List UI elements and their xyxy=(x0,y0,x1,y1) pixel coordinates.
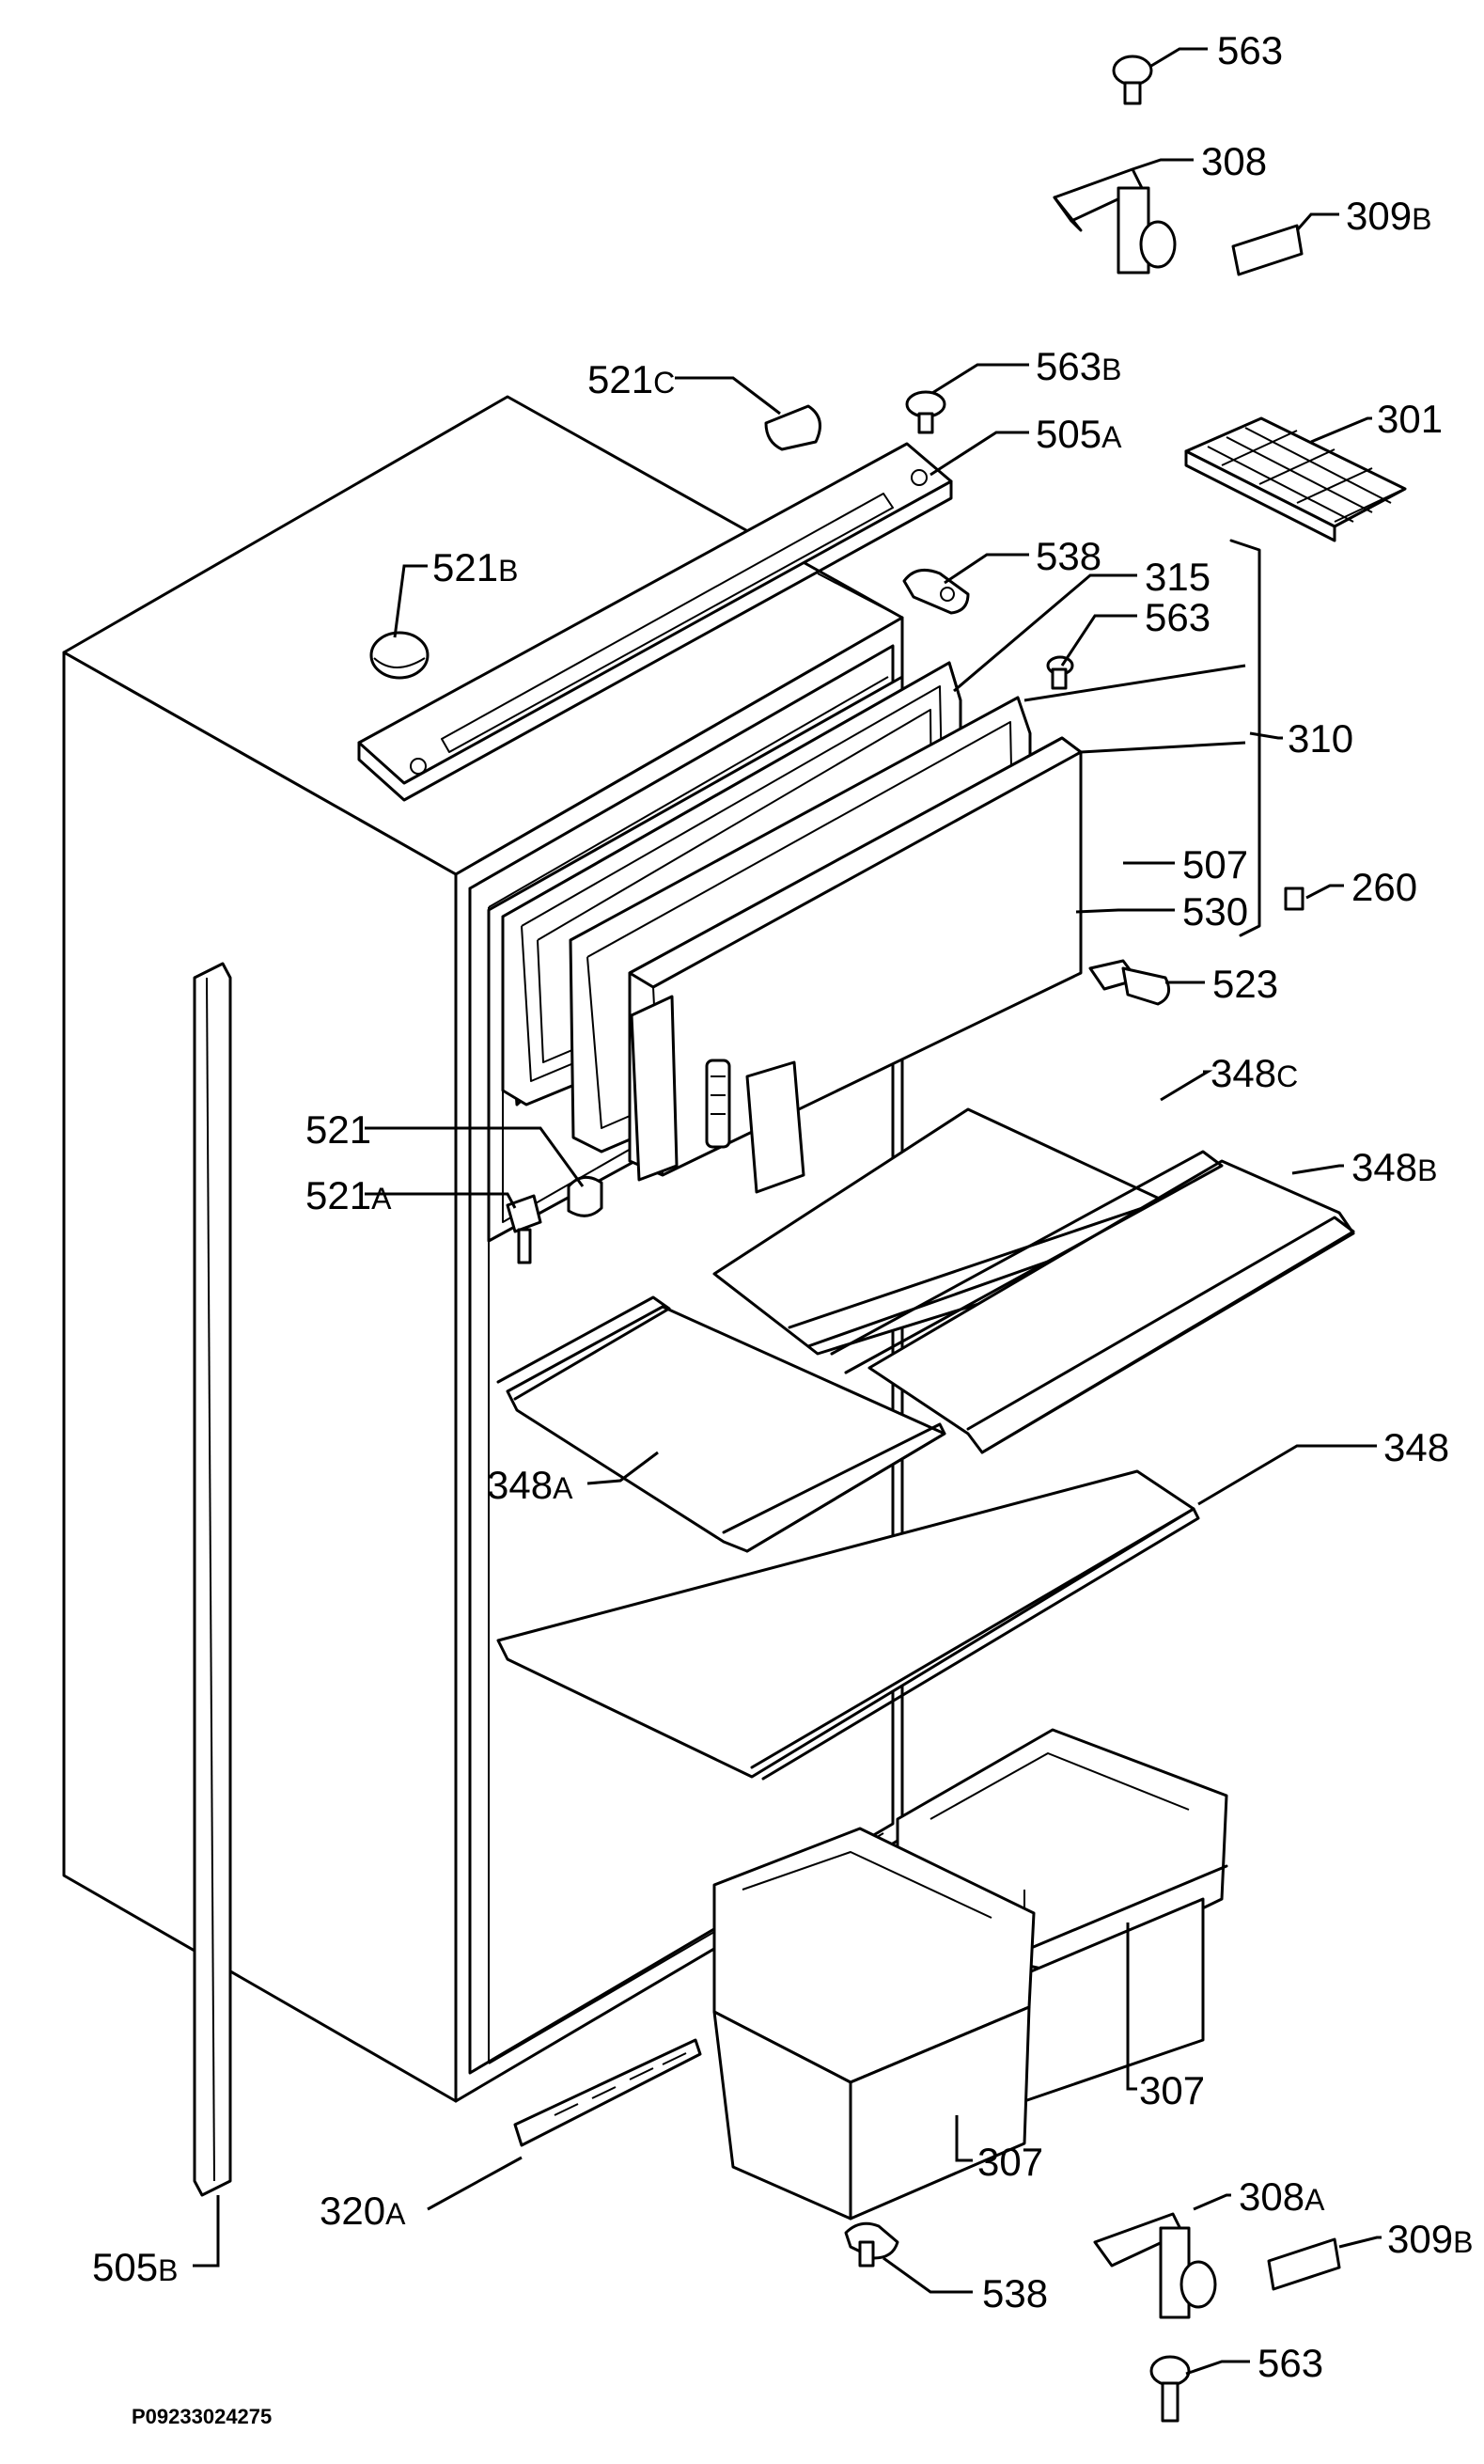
label-563-top: 563 xyxy=(1217,28,1283,72)
label-308: 308 xyxy=(1201,139,1267,183)
shelf-348 xyxy=(496,1469,1200,1781)
group-bracket-310 xyxy=(1229,539,1261,937)
hinge-530 xyxy=(705,1059,731,1149)
pin-563b xyxy=(905,390,946,434)
hinge-bush-521 xyxy=(567,1175,603,1217)
side-trim-strip-505b xyxy=(193,962,232,2197)
label-301: 301 xyxy=(1377,397,1443,441)
diagram-code: P09233024275 xyxy=(132,2405,272,2428)
plate-309b-bottom xyxy=(1267,2237,1341,2291)
shelf-348a xyxy=(496,1295,946,1553)
label-309b-bottom: 309B xyxy=(1387,2217,1473,2261)
label-308a: 308A xyxy=(1239,2174,1325,2219)
screw-563-top xyxy=(1112,55,1153,105)
hinge-538-bottom xyxy=(844,2221,899,2268)
vent-strip-320a xyxy=(513,2038,702,2147)
label-563b: 563B xyxy=(1036,344,1121,388)
hinge-pin-521a xyxy=(506,1194,542,1264)
label-315: 315 xyxy=(1145,555,1211,599)
door-handle-block xyxy=(745,1060,805,1194)
label-530: 530 xyxy=(1182,889,1248,934)
label-505a: 505A xyxy=(1036,412,1122,456)
screw-563-mid xyxy=(1046,655,1074,690)
label-505b: 505B xyxy=(92,2245,178,2289)
hinge-cap-521b xyxy=(369,631,430,680)
door-hinge-308 xyxy=(1053,167,1177,275)
label-320a: 320A xyxy=(320,2189,406,2233)
label-507: 507 xyxy=(1182,842,1248,887)
screw-563-bottom xyxy=(1149,2355,1191,2423)
label-348c: 348C xyxy=(1211,1051,1298,1095)
clip-260 xyxy=(1284,887,1304,911)
plate-309b-top xyxy=(1231,224,1304,276)
label-563-mid: 563 xyxy=(1145,595,1211,639)
label-521: 521 xyxy=(305,1107,371,1152)
label-310: 310 xyxy=(1288,716,1353,761)
label-521c: 521C xyxy=(587,357,675,401)
crisper-drawer-307-left xyxy=(712,1827,1036,2221)
label-521b: 521B xyxy=(432,545,518,589)
label-538-top: 538 xyxy=(1036,534,1101,578)
label-348a: 348A xyxy=(487,1463,573,1507)
door-stop-523 xyxy=(1088,959,1171,1006)
label-348b: 348B xyxy=(1351,1145,1437,1189)
leader-lines xyxy=(193,47,1382,2376)
label-348: 348 xyxy=(1383,1425,1449,1469)
hinge-cap-521c xyxy=(764,404,821,451)
label-521a: 521A xyxy=(305,1173,392,1217)
hinge-538-top xyxy=(902,568,970,615)
label-538-bottom: 538 xyxy=(982,2271,1048,2315)
ice-cube-tray-301 xyxy=(1184,416,1407,542)
label-309b-top: 309B xyxy=(1346,194,1431,238)
shelf-348b xyxy=(830,1150,1355,1454)
label-307-left: 307 xyxy=(977,2140,1043,2184)
label-307-right: 307 xyxy=(1139,2068,1205,2112)
label-563-bottom: 563 xyxy=(1257,2341,1323,2385)
door-hinge-308a xyxy=(1093,2212,1217,2319)
label-523: 523 xyxy=(1212,962,1278,1006)
freezer-door-507 xyxy=(628,736,1083,1182)
label-260: 260 xyxy=(1351,865,1417,909)
top-trim-strip xyxy=(357,442,953,802)
part-labels: 563 308 309B 521C 563B 505A 301 521B 538… xyxy=(92,28,1473,2385)
